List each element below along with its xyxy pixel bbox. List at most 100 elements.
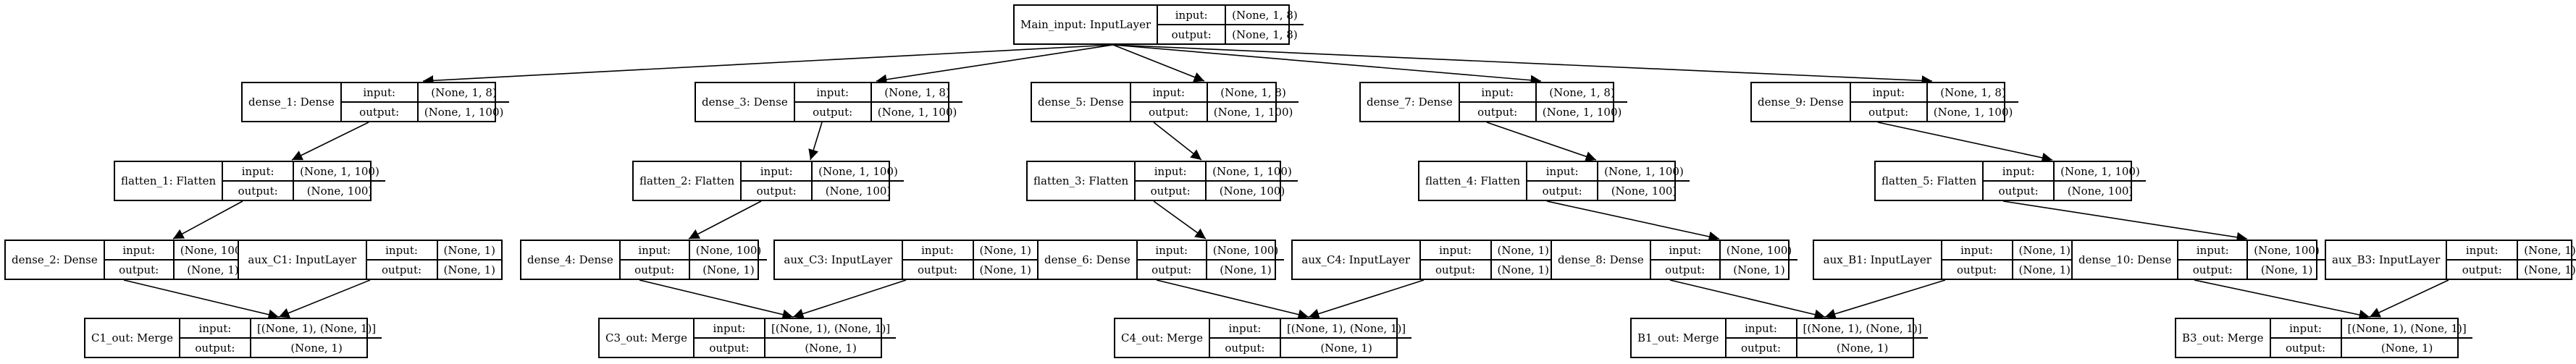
input-shape: (None, 1, 8): [1940, 85, 2006, 99]
output-shape-row: output:(None, 1): [1726, 337, 1928, 357]
input-shape-row: input:(None, 100): [105, 241, 252, 259]
output-label: output:: [1984, 182, 2055, 200]
input-shape-row: input:(None, 1, 8): [1851, 83, 2019, 101]
layer-name: Main_input: InputLayer: [1015, 6, 1159, 43]
input-shape: (None, 1, 8): [1220, 85, 1286, 99]
output-shape: (None, 1): [2260, 263, 2313, 276]
output-shape-row: output:(None, 1, 100): [1850, 101, 2019, 121]
output-label: output:: [1460, 103, 1537, 121]
layer-name: C3_out: Merge: [600, 319, 695, 357]
layer-name: aux_C3: InputLayer: [775, 241, 903, 279]
input-label: input:: [1421, 241, 1492, 259]
input-label: input:: [2447, 241, 2519, 259]
layer-name: dense_5: Dense: [1032, 83, 1131, 121]
input-label: input:: [1651, 241, 1721, 259]
output-shape: (None, 1, 8): [1232, 27, 1298, 41]
layer-name: aux_C1: InputLayer: [239, 241, 367, 279]
input-label: input:: [1138, 241, 1207, 259]
input-shape: (None, 1, 8): [884, 85, 950, 99]
edge-main-to-d5: [1112, 44, 1205, 82]
input-shape-row: input:(None, 1, 8): [1460, 83, 1628, 101]
input-label: input:: [342, 83, 419, 101]
output-label: output:: [695, 339, 765, 357]
output-shape-row: output:(None, 100): [742, 180, 904, 200]
layer-name: aux_B3: InputLayer: [2326, 241, 2448, 279]
output-shape: (None, 1): [805, 341, 857, 355]
input-label: input:: [2271, 319, 2342, 337]
edge-a4-to-m4: [1308, 279, 1425, 319]
edge-f5-to-d10: [2002, 200, 2248, 242]
output-shape-row: output:(None, 1): [2270, 337, 2472, 357]
input-shape: (None, 1, 100): [1604, 164, 1684, 178]
layer-name: flatten_4: Flatten: [1419, 162, 1528, 200]
input-shape: (None, 1, 100): [300, 164, 379, 178]
output-shape: (None, 100): [1611, 184, 1677, 198]
output-shape: (None, 1, 100): [1933, 105, 2013, 119]
output-shape-row: output:(None, 1): [104, 259, 252, 279]
output-shape-row: output:(None, 1): [620, 259, 768, 279]
output-label: output:: [742, 182, 813, 200]
output-shape-row: output: (None, 1): [694, 337, 897, 357]
edge-f3-to-d6: [1153, 200, 1207, 240]
output-label: output:: [1942, 261, 2013, 279]
input-label: input:: [1984, 162, 2055, 180]
input-shape-row: input:(None, 1, 100): [742, 162, 904, 180]
edge-ab1-to-mb1: [1824, 279, 1946, 319]
input-shape: (None, 1, 8): [1232, 8, 1298, 22]
input-shape-row: input:(None, 1): [903, 241, 1037, 259]
input-shape: [(None, 1), (None, 1)]: [256, 321, 377, 335]
input-shape-row: input:(None, 100): [2178, 241, 2325, 259]
output-shape-row: output: (None, 100): [1984, 180, 2146, 200]
output-label: output:: [367, 261, 438, 279]
input-shape: (None, 1): [2524, 243, 2576, 257]
edge-d4-to-m3: [639, 279, 794, 320]
output-shape: (None, 1): [443, 263, 495, 276]
output-shape: (None, 1): [1836, 341, 1889, 355]
input-shape-row: input: (None, 1, 100): [223, 162, 385, 180]
edge-f4-to-d8: [1546, 200, 1720, 242]
input-label: input:: [367, 241, 438, 259]
edge-ab3-to-mb3: [2369, 279, 2449, 318]
input-shape-row: input: (None, 1, 8): [342, 83, 510, 101]
edge-d8-to-mb1: [1669, 279, 1826, 320]
edge-d9-to-f5: [1877, 122, 2053, 164]
edge-a1-to-m1: [278, 279, 371, 318]
input-shape: (None, 100): [1726, 243, 1792, 257]
input-shape-row: input:[(None, 1), (None, 1)]: [1727, 319, 1928, 337]
edge-d5-to-f3: [1153, 122, 1202, 161]
output-shape: (None, 1): [2018, 263, 2071, 276]
input-shape: (None, 100): [695, 243, 762, 257]
output-shape: (None, 1, 100): [1213, 105, 1293, 119]
input-shape-row: input:(None, 1, 8): [1158, 6, 1304, 24]
output-shape: (None, 1): [1497, 263, 1549, 276]
layer-name: flatten_3: Flatten: [1028, 162, 1136, 200]
input-shape-row: input: [(None, 1), (None, 1)]: [180, 319, 382, 337]
output-shape-row: output: (None, 1): [1942, 259, 2076, 279]
layer-name: C4_out: Merge: [1115, 319, 1210, 357]
input-label: input:: [1460, 83, 1537, 101]
input-shape: (None, 100): [2254, 243, 2320, 257]
input-shape: (None, 1, 8): [431, 85, 497, 99]
output-shape-row: output:(None, 1): [1209, 337, 1412, 357]
input-label: input:: [903, 241, 974, 259]
input-shape: [(None, 1), (None, 1)]: [2347, 321, 2467, 335]
input-label: input:: [223, 162, 295, 180]
output-label: output:: [1158, 25, 1227, 43]
output-shape-row: output:(None, 1, 100): [341, 101, 510, 121]
output-shape-row: output:(None, 100): [223, 180, 385, 200]
input-label: input:: [180, 319, 251, 337]
output-shape: (None, 100): [2067, 184, 2134, 198]
